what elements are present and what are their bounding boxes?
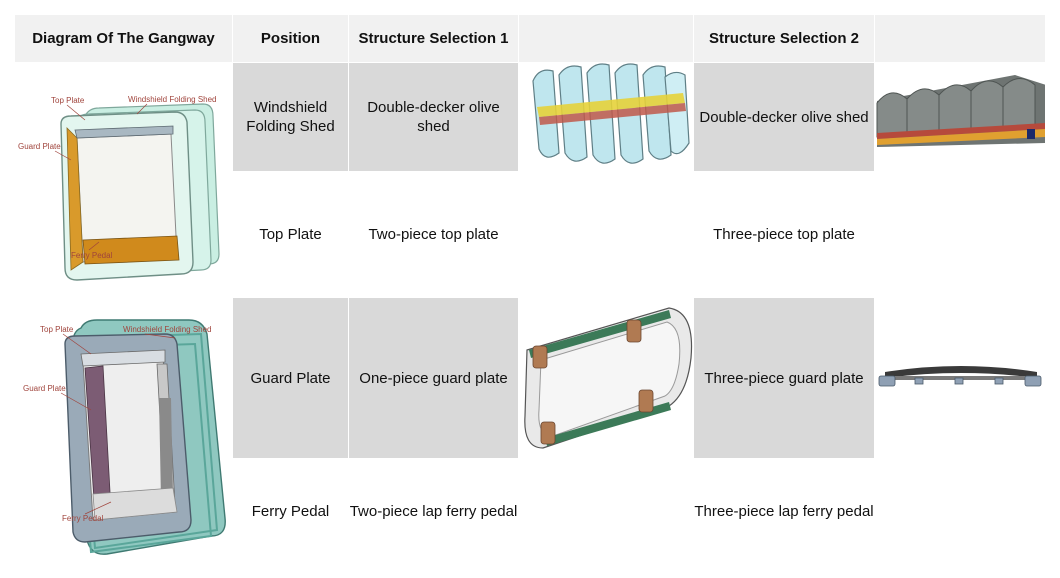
structure2-windshield: Double-decker olive shed bbox=[693, 62, 874, 171]
image-ferry-2 bbox=[874, 458, 1045, 563]
header-image-1 bbox=[518, 15, 693, 62]
label-guard-plate: Guard Plate bbox=[18, 142, 61, 151]
label-guard-plate: Guard Plate bbox=[23, 384, 66, 393]
structure2-ferry-pedal: Three-piece lap ferry pedal bbox=[693, 458, 874, 563]
label-windshield: Windshield Folding Shed bbox=[128, 95, 217, 104]
image-shed-2 bbox=[874, 62, 1045, 171]
header-structure-2: Structure Selection 2 bbox=[693, 15, 874, 62]
image-top-plate-1 bbox=[518, 171, 693, 297]
gangway-diagram-icon: Top Plate Windshield Folding Shed Guard … bbox=[18, 95, 220, 281]
guard-plate-flat-icon bbox=[875, 298, 1045, 458]
position-ferry-pedal: Ferry Pedal bbox=[232, 458, 348, 563]
label-ferry-pedal: Ferry Pedal bbox=[71, 251, 113, 260]
header-position: Position bbox=[232, 15, 348, 62]
label-top-plate: Top Plate bbox=[51, 96, 85, 105]
structure1-top-plate: Two-piece top plate bbox=[348, 171, 518, 297]
gangway-diagram-1: Top Plate Windshield Folding Shed Guard … bbox=[15, 62, 232, 297]
position-windshield: Windshield Folding Shed bbox=[232, 62, 348, 171]
header-image-2 bbox=[874, 15, 1045, 62]
table-row: Top Plate Two-piece top plate Three-piec… bbox=[15, 171, 1045, 297]
gangway-diagram-icon: Top Plate Windshield Folding Shed Guard … bbox=[23, 319, 226, 555]
gangway-diagram-2: Top Plate Windshield Folding Shed Guard … bbox=[15, 297, 232, 563]
label-top-plate: Top Plate bbox=[40, 325, 74, 334]
structure1-ferry-pedal: Two-piece lap ferry pedal bbox=[348, 458, 518, 563]
guard-plate-curved-icon bbox=[519, 298, 693, 458]
image-guard-2 bbox=[874, 297, 1045, 458]
structure1-windshield: Double-decker olive shed bbox=[348, 62, 518, 171]
header-structure-1: Structure Selection 1 bbox=[348, 15, 518, 62]
olive-shed-dark-icon bbox=[875, 63, 1045, 171]
table-row: Top Plate Windshield Folding Shed Guard … bbox=[15, 62, 1045, 297]
image-ferry-1 bbox=[518, 458, 693, 563]
structure1-guard-plate: One-piece guard plate bbox=[348, 297, 518, 458]
label-windshield: Windshield Folding Shed bbox=[123, 325, 212, 334]
image-guard-1 bbox=[518, 297, 693, 458]
image-top-plate-2 bbox=[874, 171, 1045, 297]
header-diagram: Diagram Of The Gangway bbox=[15, 15, 232, 62]
position-guard-plate: Guard Plate bbox=[232, 297, 348, 458]
table-row: Top Plate Windshield Folding Shed Guard … bbox=[15, 297, 1045, 563]
structure2-top-plate: Three-piece top plate bbox=[693, 171, 874, 297]
header-row: Diagram Of The Gangway Position Structur… bbox=[15, 15, 1045, 62]
structure2-guard-plate: Three-piece guard plate bbox=[693, 297, 874, 458]
image-shed-1 bbox=[518, 62, 693, 171]
label-ferry-pedal: Ferry Pedal bbox=[62, 514, 104, 523]
gangway-comparison-table: Diagram Of The Gangway Position Structur… bbox=[15, 15, 1045, 563]
table-row: Ferry Pedal Two-piece lap ferry pedal Th… bbox=[15, 458, 1045, 563]
position-top-plate: Top Plate bbox=[232, 171, 348, 297]
olive-shed-light-icon bbox=[519, 63, 693, 171]
